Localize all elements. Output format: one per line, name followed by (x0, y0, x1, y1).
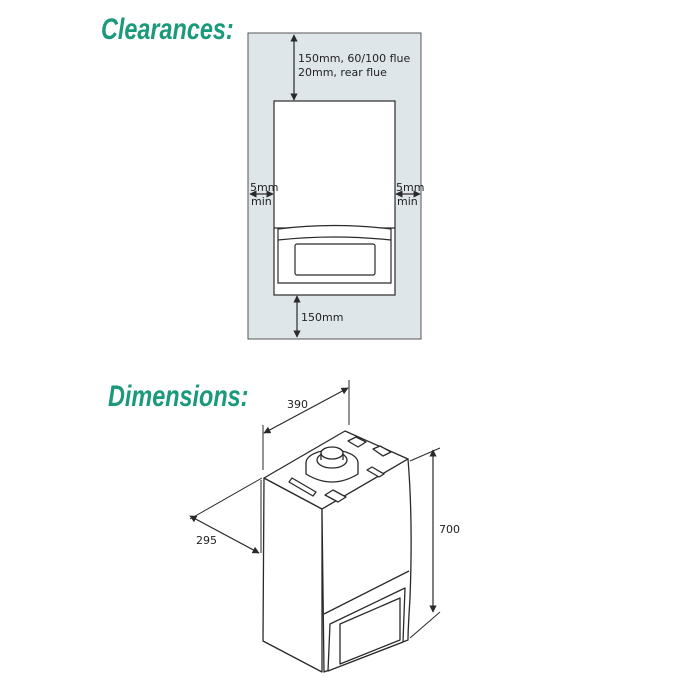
height-label: 700 (439, 523, 460, 536)
width-dimension-arrow (263, 387, 349, 434)
depth-dimension-arrow (189, 515, 260, 554)
right-clearance-unit: min (397, 195, 418, 208)
width-label: 390 (287, 398, 308, 411)
boiler-isometric (262, 430, 412, 673)
left-clearance-unit: min (251, 195, 272, 208)
right-clearance-value: 5mm (396, 181, 424, 194)
depth-label: 295 (196, 534, 217, 547)
top-clearance-label-1: 150mm, 60/100 flue (298, 52, 411, 65)
clearances-diagram: 150mm, 60/100 flue 20mm, rear flue 5mm m… (247, 32, 424, 340)
top-clearance-label-2: 20mm, rear flue (298, 66, 387, 79)
left-clearance-value: 5mm (250, 181, 278, 194)
clearances-heading: Clearances: (101, 13, 234, 46)
depth-extension-top (189, 477, 263, 520)
height-extension-top (409, 447, 441, 462)
dimensions-diagram: 390 295 700 (189, 380, 460, 673)
boiler-front-outline (273, 100, 396, 296)
height-extension-bottom (409, 611, 441, 639)
dimensions-heading: Dimensions: (108, 380, 249, 413)
bottom-clearance-label: 150mm (301, 311, 343, 324)
